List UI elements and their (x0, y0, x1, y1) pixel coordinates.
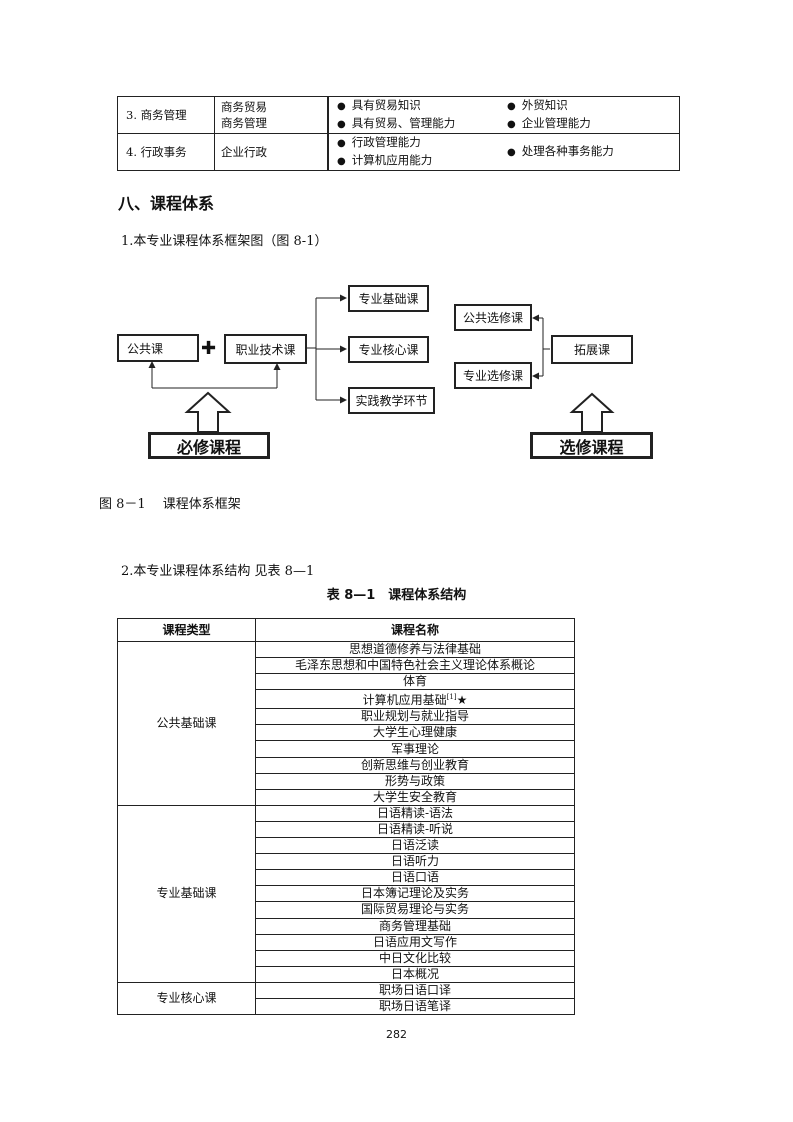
course-name: 日本簿记理论及实务 (255, 885, 575, 903)
box-gonggong-xuanxiu: 公共选修课 (454, 304, 532, 331)
course-name: 计算机应用基础 (362, 693, 447, 708)
table-caption: 表 8—1 课程体系结构 (326, 588, 467, 603)
ability-item: 处理各种事务能力 (507, 143, 677, 161)
box-tuozhan: 拓展课 (551, 335, 633, 364)
table-row: 商务管理基础 (118, 917, 575, 935)
box-gonggongke: 公共课 (117, 334, 199, 362)
table-row: 职场日语笔译 (118, 997, 575, 1016)
table-row: 计算机应用基础[1]★ (118, 689, 575, 710)
ability-item: 具有贸易、管理能力 (337, 115, 507, 133)
ability-item: 行政管理能力 (337, 134, 507, 152)
course-name: 中日文化比较 (255, 949, 575, 967)
course-name: 大学生安全教育 (255, 788, 575, 806)
position-item: 商务贸易 (221, 100, 267, 114)
figure-caption: 图 8－1 课程体系框架 (99, 497, 241, 512)
table-row: 专业基础课 日语精读-语法 (117, 804, 575, 983)
ability-item: 具有贸易知识 (337, 97, 507, 115)
course-name: 职业规划与就业指导 (255, 708, 575, 726)
star-icon: ★ (456, 693, 468, 708)
structure-paragraph: 2.本专业课程体系结构 见表 8—1 (121, 564, 315, 579)
position-category: 4. 行政事务 (117, 133, 215, 171)
footnote-mark: [1] (446, 693, 457, 702)
box-zhiye-jishu: 职业技术课 (224, 334, 307, 364)
table-row: 日语精读-听说 (118, 820, 575, 839)
course-name: 商务管理基础 (255, 917, 575, 935)
course-name: 日语口语 (255, 869, 575, 887)
course-name: 日语精读-语法 (255, 804, 575, 822)
course-type-cell: 公共基础课 (117, 641, 256, 806)
diagram-connectors (148, 294, 615, 433)
table-row: 3. 商务管理 商务贸易 商务管理 具有贸易知识 外贸知识 具有贸易、管理能力 … (117, 96, 680, 134)
table-row: 4. 行政事务 企业行政 行政管理能力 计算机应用能力 处理各种事务能力 (117, 133, 680, 171)
ability-item: 计算机应用能力 (337, 152, 507, 170)
course-name: 大学生心理健康 (255, 724, 575, 742)
course-type-cell: 专业核心课 (117, 981, 256, 1016)
ability-item: 外贸知识 (507, 97, 677, 115)
section-heading: 八、课程体系 (118, 194, 215, 213)
abilities-cell: 具有贸易知识 外贸知识 具有贸易、管理能力 企业管理能力 (327, 96, 680, 134)
header-course-name: 课程名称 (255, 618, 575, 642)
up-arrow-icon (184, 391, 232, 433)
box-zhuanye-jichu: 专业基础课 (348, 285, 429, 312)
course-name: 日语精读-听说 (255, 820, 575, 839)
table-header-row: 课程类型 课程名称 (117, 618, 575, 642)
course-name: 日语听力 (255, 853, 575, 871)
positions-cell: 企业行政 (214, 133, 329, 171)
page-number: 282 (386, 1028, 407, 1041)
abilities-cell: 行政管理能力 计算机应用能力 处理各种事务能力 (327, 133, 680, 171)
course-type-cell: 专业基础课 (117, 804, 256, 983)
course-name-cell: 计算机应用基础[1]★ (255, 689, 575, 710)
box-shijian: 实践教学环节 (348, 387, 435, 414)
framework-paragraph: 1.本专业课程体系框架图（图 8-1） (121, 234, 328, 249)
course-name: 日本概况 (255, 965, 575, 983)
course-name: 日语泛读 (255, 837, 575, 855)
course-name: 体育 (255, 673, 575, 691)
course-structure-table: 课程类型 课程名称 公共基础课 思想道德修养与法律基础 毛泽东思想和中国特色社会… (117, 618, 575, 1016)
positions-cell: 商务贸易 商务管理 (214, 96, 329, 134)
header-course-type: 课程类型 (117, 618, 256, 642)
course-name: 军事理论 (255, 740, 575, 758)
box-bixiu: 必修课程 (148, 432, 270, 459)
job-ability-table: 3. 商务管理 商务贸易 商务管理 具有贸易知识 外贸知识 具有贸易、管理能力 … (117, 96, 680, 171)
plus-icon: ✚ (201, 338, 217, 359)
position-category: 3. 商务管理 (117, 96, 215, 134)
course-name: 思想道德修养与法律基础 (255, 640, 575, 659)
up-arrow-icon (569, 392, 615, 433)
table-row: 职业规划与就业指导 (118, 708, 575, 726)
table-row: 日语听力 (118, 853, 575, 871)
table-row: 专业核心课 职场日语口译 (117, 981, 575, 1016)
course-name: 国际贸易理论与实务 (255, 901, 575, 919)
position-item: 商务管理 (221, 116, 267, 130)
course-name: 毛泽东思想和中国特色社会主义理论体系概论 (255, 657, 575, 675)
box-zhuanye-hexin: 专业核心课 (348, 336, 429, 363)
position-item: 企业行政 (221, 145, 267, 159)
course-name: 职场日语笔译 (255, 997, 575, 1016)
table-row: 体育 (118, 673, 575, 691)
course-name: 形势与政策 (255, 772, 575, 790)
course-name: 职场日语口译 (255, 981, 575, 999)
box-zhuanye-xuanxiu: 专业选修课 (454, 362, 532, 389)
table-row: 公共基础课 思想道德修养与法律基础 (117, 640, 575, 806)
table-row: 创新思维与创业教育 (118, 756, 575, 774)
ability-item: 企业管理能力 (507, 115, 677, 133)
table-row: 中日文化比较 (118, 949, 575, 967)
box-xuanxiu: 选修课程 (530, 432, 653, 459)
course-name: 创新思维与创业教育 (255, 756, 575, 774)
course-name: 日语应用文写作 (255, 933, 575, 951)
